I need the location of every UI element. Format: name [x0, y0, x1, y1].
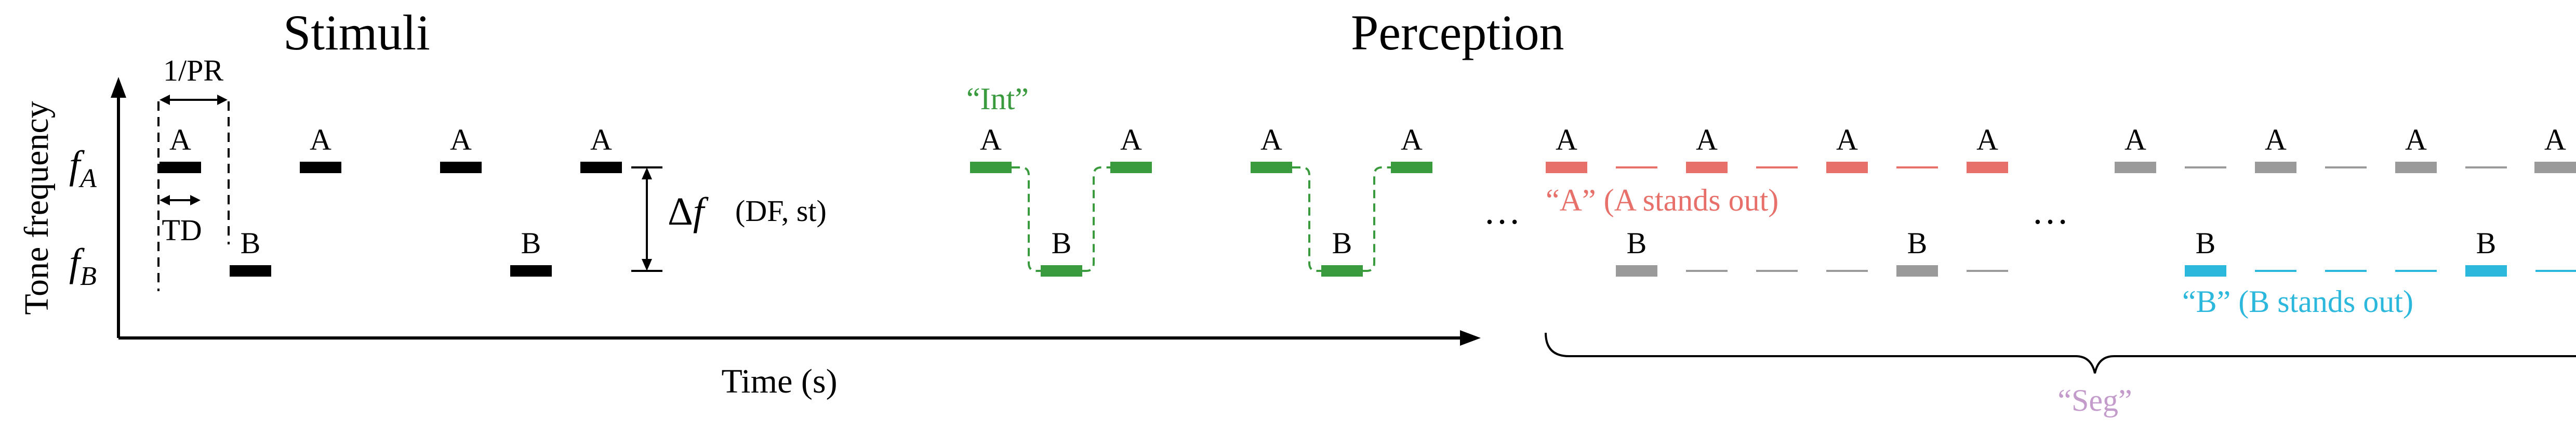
perception-title: Perception — [1351, 5, 1564, 60]
a-tone-label: A — [1836, 123, 1858, 157]
ellipsis-2: … — [2031, 190, 2069, 232]
tone-a — [440, 162, 482, 173]
int-tone-label-a: A — [1120, 123, 1142, 157]
tone-b — [230, 265, 271, 277]
b-bg-tone-label: A — [2265, 123, 2287, 157]
df-arrowhead-bottom — [642, 259, 652, 271]
a-tone-highlight — [1546, 162, 1587, 173]
int-tone-label-b: B — [1332, 226, 1352, 260]
int-tone-label-b: B — [1052, 226, 1072, 260]
a-percept-label: “A” (A stands out) — [1546, 183, 1778, 217]
a-tone-highlight — [1686, 162, 1728, 173]
a-bg-tone-label: B — [1627, 226, 1647, 260]
b-background-a — [2115, 162, 2156, 173]
fA-label: fA — [69, 143, 97, 193]
a-tone-highlight — [1967, 162, 2008, 173]
int-tone-label-a: A — [1260, 123, 1282, 157]
tone-label-a: A — [169, 123, 191, 157]
tone-label-a: A — [450, 123, 472, 157]
ellipsis-1: … — [1483, 190, 1521, 232]
int-tone-label-a: A — [980, 123, 1002, 157]
b-bg-tone-label: A — [2124, 123, 2146, 157]
pr-arrowhead-left — [160, 95, 170, 105]
fB-label: fB — [69, 241, 97, 291]
a-tone-label: A — [1976, 123, 1998, 157]
tone-b — [510, 265, 552, 277]
int-tone-a — [1110, 162, 1152, 173]
pr-arrowhead-right — [217, 95, 228, 105]
seg-label: “Seg” — [2057, 383, 2132, 418]
tone-a — [580, 162, 622, 173]
seg-brace — [1545, 332, 2576, 374]
b-bg-tone-label: A — [2405, 123, 2427, 157]
int-tone-b — [1321, 265, 1363, 277]
b-tone-highlight — [2465, 265, 2507, 277]
stimulus-tone-labels: A B A A B A — [169, 123, 612, 260]
y-axis-arrowhead — [111, 77, 126, 98]
b-background-a — [2395, 162, 2437, 173]
b-tone-label: B — [2196, 226, 2216, 260]
y-axis-label: Tone frequency — [18, 101, 56, 315]
td-arrowhead-right — [190, 195, 201, 205]
int-tone-a — [1251, 162, 1292, 173]
b-background-a — [2255, 162, 2296, 173]
x-axis-label: Time (s) — [721, 362, 837, 400]
int-percept: A B A A B A — [970, 123, 1432, 277]
b-bg-tone-label: A — [2544, 123, 2566, 157]
df-params: (DF, st) — [735, 194, 827, 228]
pr-label: 1/PR — [163, 54, 223, 87]
tone-label-b: B — [521, 226, 541, 260]
b-background-a — [2534, 162, 2576, 173]
a-background-b — [1896, 265, 1938, 277]
int-connector — [1012, 166, 1391, 272]
x-axis-arrowhead — [1460, 330, 1481, 346]
int-tone-b — [1041, 265, 1082, 277]
int-label: “Int” — [966, 82, 1029, 116]
a-percept: A A A A B B “A” (A stands out) — [1546, 123, 2008, 277]
tone-a — [160, 162, 201, 173]
stimulus-tones — [160, 162, 622, 277]
b-percept: A A A A B B “B” (B stands out) — [2115, 123, 2576, 319]
df-arrowhead-top — [642, 167, 652, 179]
td-arrowhead-left — [160, 195, 170, 205]
a-tone-label: A — [1556, 123, 1577, 157]
a-background-b — [1616, 265, 1657, 277]
b-tone-label: B — [2476, 226, 2497, 260]
int-tone-label-a: A — [1401, 123, 1423, 157]
b-tone-highlight — [2185, 265, 2226, 277]
a-bg-tone-label: B — [1907, 226, 1928, 260]
tone-a — [300, 162, 341, 173]
int-tone-a — [1391, 162, 1432, 173]
int-tone-a — [970, 162, 1012, 173]
td-label: TD — [162, 213, 202, 247]
b-percept-label: “B” (B stands out) — [2182, 284, 2413, 319]
df-label: Δf — [668, 190, 709, 233]
a-tone-label: A — [1696, 123, 1718, 157]
tone-label-a: A — [590, 123, 612, 157]
tone-label-b: B — [241, 226, 261, 260]
stimuli-title: Stimuli — [283, 5, 430, 60]
tone-label-a: A — [310, 123, 331, 157]
a-tone-highlight — [1826, 162, 1868, 173]
